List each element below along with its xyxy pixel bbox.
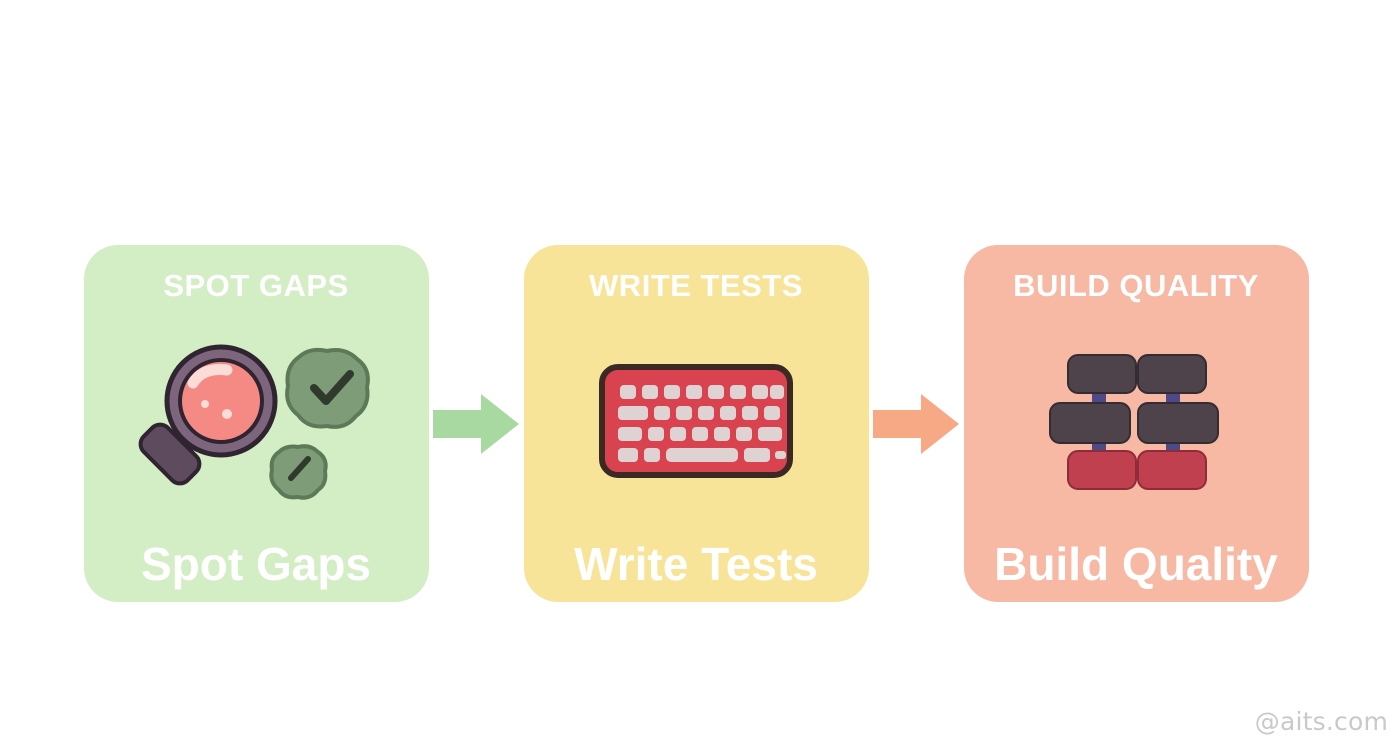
card-caption-build-quality: Build Quality bbox=[994, 537, 1278, 590]
card-title-write-tests: WRITE TESTS bbox=[589, 268, 803, 303]
card-title-spot-gaps: SPOT GAPS bbox=[163, 268, 349, 303]
card-caption-write-tests: Write Tests bbox=[574, 537, 818, 590]
process-flow-row: SPOT GAPS bbox=[0, 245, 1392, 602]
arrow-step2-to-step3 bbox=[869, 389, 964, 459]
flow-step-card-spot-gaps[interactable]: SPOT GAPS bbox=[83, 245, 429, 602]
card-title-build-quality: BUILD QUALITY bbox=[1013, 268, 1259, 303]
watermark: @aits.com bbox=[1254, 707, 1388, 736]
arrow-step1-to-step2 bbox=[429, 389, 524, 459]
brick-wall-icon bbox=[964, 341, 1309, 501]
magnifier-icon bbox=[84, 341, 429, 501]
keyboard-icon bbox=[524, 341, 869, 501]
card-caption-spot-gaps: Spot Gaps bbox=[140, 537, 372, 590]
flow-step-card-build-quality[interactable]: BUILD QUALITY bbox=[963, 245, 1309, 602]
flow-step-card-write-tests[interactable]: WRITE TESTS bbox=[523, 245, 869, 602]
